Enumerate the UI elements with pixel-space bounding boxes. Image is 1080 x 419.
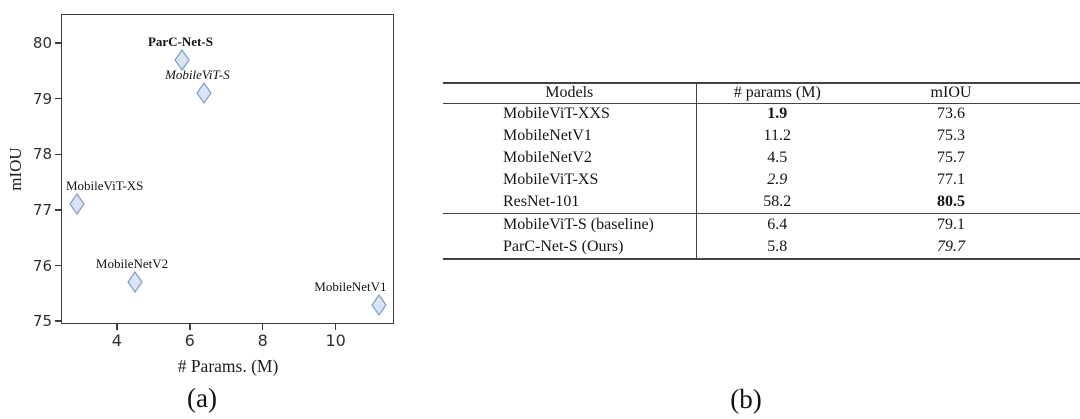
x-tick-mark	[261, 324, 264, 330]
model-cell: MobileViT-S (baseline)	[443, 213, 697, 236]
point-label-mobilenetv1: MobileNetV1	[314, 278, 387, 294]
x-axis-title: # Params. (M)	[177, 356, 279, 376]
column-header-miou: mIOU	[930, 84, 972, 102]
results-table: Models # params (M) mIOU MobileViT-XXS 1…	[443, 82, 1080, 260]
point-label-mobilenetv2: MobileNetV2	[95, 256, 169, 272]
params-cell: 4.5	[767, 149, 788, 166]
table-row: MobileNetV1 11.2 75.3	[443, 125, 1080, 147]
model-cell: MobileNetV1	[443, 125, 697, 147]
data-point-marker-mobilevit-s	[196, 82, 213, 105]
miou-cell: 77.1	[937, 171, 965, 188]
column-header-models: Models	[443, 83, 697, 103]
data-point-marker-parc-net-s	[174, 48, 191, 71]
table-header-row: Models # params (M) mIOU	[443, 83, 1080, 103]
miou-cell: 79.1	[937, 215, 965, 233]
table-row: MobileViT-XXS 1.9 73.6	[443, 103, 1080, 125]
y-tick-label: 76	[32, 256, 52, 275]
column-header-params: # params (M)	[733, 84, 821, 102]
table-row: ResNet-101 58.2 80.5	[443, 191, 1080, 213]
point-label-mobilevit-xs: MobileViT-XS	[65, 178, 144, 194]
table-row: MobileViT-S (baseline) 6.4 79.1	[443, 213, 1080, 236]
y-tick-mark	[55, 264, 61, 267]
x-tick-label: 6	[184, 331, 195, 350]
plot-frame	[61, 14, 394, 324]
params-cell: 1.9	[767, 105, 788, 123]
table-row: MobileViT-XS 2.9 77.1	[443, 169, 1080, 191]
x-tick-mark	[116, 324, 118, 330]
table-row: ParC-Net-S (Ours) 5.8 79.7	[443, 236, 1080, 259]
y-tick-label: 79	[32, 89, 52, 108]
model-cell: ParC-Net-S (Ours)	[443, 236, 697, 259]
x-tick-label: 10	[325, 331, 346, 350]
data-point-marker-mobilevit-xs	[68, 193, 85, 216]
params-cell: 11.2	[763, 127, 791, 144]
data-point-marker-mobilenetv1	[371, 293, 388, 316]
y-tick-mark	[55, 153, 61, 155]
y-tick-label: 78	[32, 145, 52, 164]
x-tick-mark	[189, 324, 191, 330]
miou-cell: 79.7	[937, 238, 965, 255]
point-label-parc-net-s: ParC-Net-S	[147, 33, 213, 49]
model-cell: MobileViT-XXS	[443, 103, 697, 125]
scatter-plot: ParC-Net-S MobileViT-S MobileViT-XS Mobi…	[0, 0, 440, 419]
panel-b-caption: (b)	[730, 384, 762, 414]
params-cell: 58.2	[763, 192, 792, 210]
miou-cell: 75.7	[937, 149, 965, 166]
params-cell: 2.9	[767, 171, 788, 188]
miou-cell: 80.5	[937, 192, 965, 210]
params-cell: 5.8	[767, 238, 788, 255]
panel-a-caption: (a)	[187, 383, 217, 413]
model-cell: MobileNetV2	[443, 147, 697, 169]
data-point-marker-mobilenetv2	[127, 271, 143, 294]
point-label-mobilevit-s: MobileViT-S	[165, 67, 230, 83]
x-tick-mark	[334, 324, 337, 330]
y-tick-label: 80	[32, 33, 52, 52]
x-tick-label: 4	[111, 331, 122, 350]
y-tick-label: 77	[32, 200, 52, 219]
miou-cell: 73.6	[937, 105, 965, 123]
y-tick-mark	[55, 320, 61, 322]
y-tick-label: 75	[32, 312, 52, 331]
y-tick-mark	[55, 97, 61, 100]
y-tick-mark	[55, 42, 61, 44]
x-tick-label: 8	[257, 331, 268, 350]
model-cell: ResNet-101	[443, 191, 697, 213]
table-row: MobileNetV2 4.5 75.7	[443, 147, 1080, 169]
miou-cell: 75.3	[937, 127, 965, 144]
y-tick-mark	[55, 209, 61, 211]
model-cell: MobileViT-XS	[443, 169, 697, 191]
params-cell: 6.4	[767, 215, 788, 233]
